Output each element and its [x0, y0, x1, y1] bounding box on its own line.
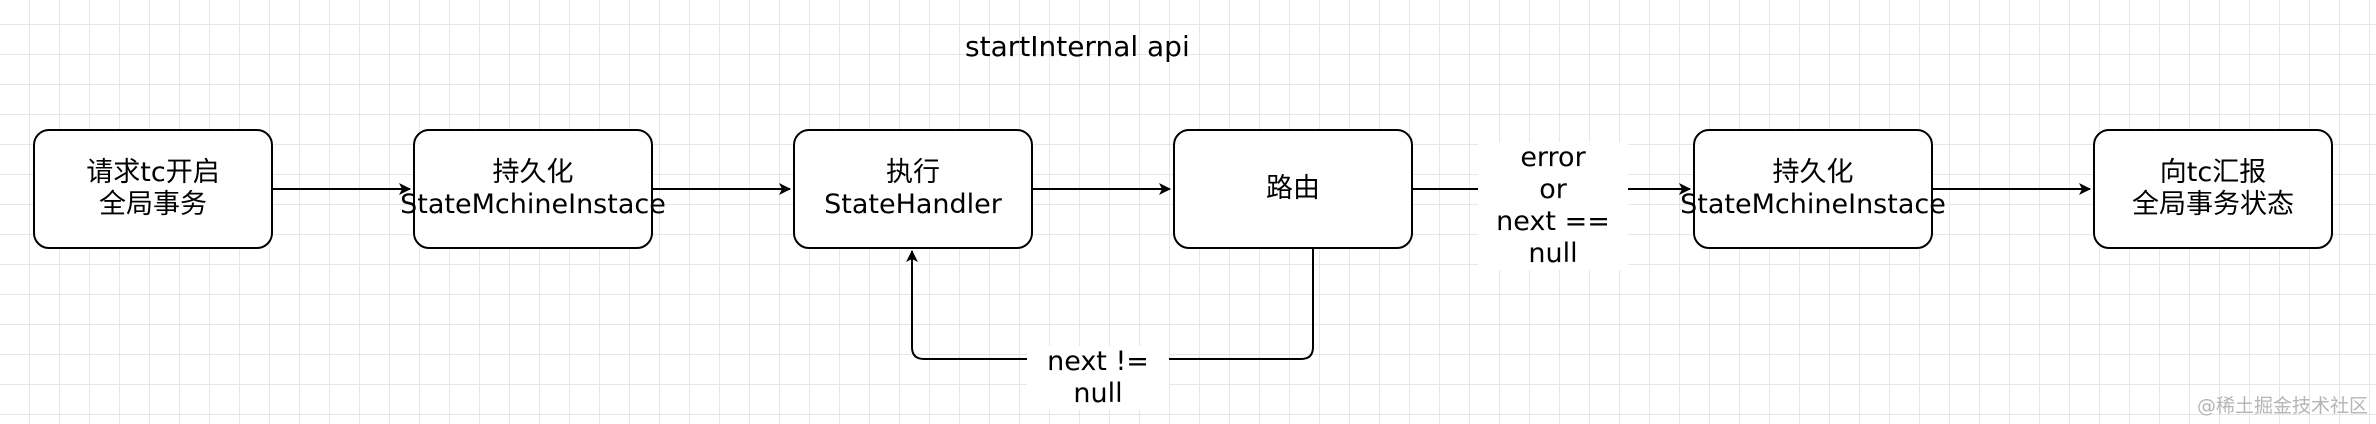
- node-request-tc-begin[interactable]: 请求tc开启 全局事务: [33, 129, 273, 249]
- node-route-label: 路由: [1266, 173, 1320, 204]
- edge-loop-next-not-null: [906, 249, 1314, 360]
- edge-label-error-or-next-null: error or next == null: [1478, 142, 1628, 270]
- diagram-title: startInternal api: [965, 30, 1190, 63]
- node-execute-state-handler[interactable]: 执行 StateHandler: [793, 129, 1033, 249]
- node-request-tc-begin-label: 请求tc开启 全局事务: [86, 157, 220, 220]
- node-persist-state-machine-1-label: 持久化 StateMchineInstace: [400, 157, 666, 220]
- edge-label-next-not-null: next != null: [1027, 346, 1169, 410]
- node-report-global-status-label: 向tc汇报 全局事务状态: [2132, 157, 2294, 220]
- node-execute-state-handler-label: 执行 StateHandler: [824, 157, 1002, 220]
- node-persist-state-machine-2-label: 持久化 StateMchineInstace: [1680, 157, 1946, 220]
- node-persist-state-machine-1[interactable]: 持久化 StateMchineInstace: [400, 129, 666, 249]
- node-report-global-status[interactable]: 向tc汇报 全局事务状态: [2093, 129, 2333, 249]
- watermark: @稀土掘金技术社区: [2196, 395, 2368, 417]
- node-route[interactable]: 路由: [1173, 129, 1413, 249]
- node-persist-state-machine-2[interactable]: 持久化 StateMchineInstace: [1680, 129, 1946, 249]
